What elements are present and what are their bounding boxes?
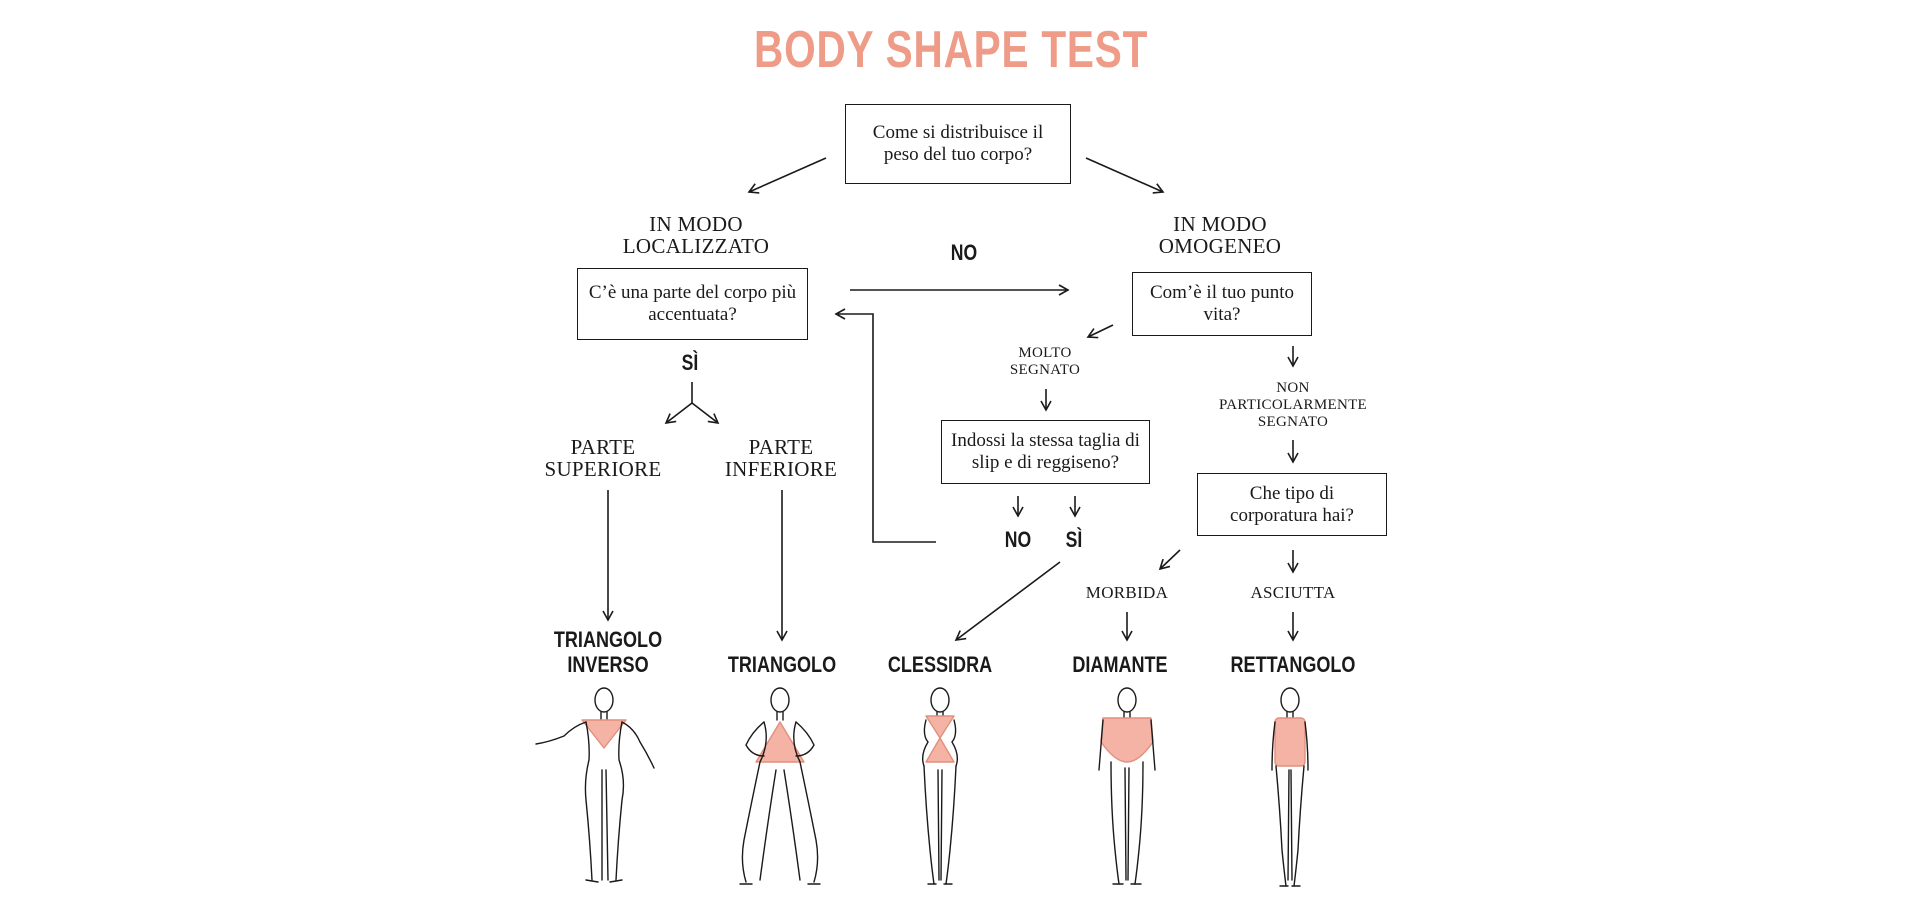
arrow-q1-localizzato [747, 157, 827, 194]
arrow-q3-molto [1086, 324, 1114, 339]
shape-rettangolo: RETTANGOLO [1230, 652, 1356, 677]
question-weight-distribution: Come si distribuisce il peso del tuo cor… [845, 104, 1071, 184]
inverted-triangle-figure-icon [535, 687, 655, 883]
label-omogeneo: IN MODO OMOGENEO [1158, 212, 1282, 258]
triangle-figure-icon [739, 687, 821, 885]
arrow-si-clessidra [954, 561, 1061, 641]
shape-diamante: DIAMANTE [1072, 652, 1168, 677]
label-morbida: MORBIDA [1085, 583, 1169, 602]
question-accentuated-part: C’è una parte del corpo più accentuata? [577, 268, 808, 340]
arrow-q1-omogeneo [1085, 157, 1165, 194]
answer-no-mid: NO [1004, 527, 1032, 552]
label-localizzato: IN MODO LOCALIZZATO [622, 212, 770, 258]
label-parte-inferiore: PARTE INFERIORE [724, 435, 838, 481]
diamond-figure-icon [1098, 687, 1156, 885]
answer-si-left: SÌ [681, 350, 699, 375]
shape-triangolo-inverso: TRIANGOLO INVERSO [553, 627, 663, 677]
label-asciutta: ASCIUTTA [1250, 583, 1336, 602]
question-same-size: Indossi la stessa taglia di slip e di re… [941, 420, 1150, 484]
chart-title: BODY SHAPE TEST [754, 21, 1149, 79]
hourglass-figure-icon [921, 687, 959, 885]
answer-no-top: NO [950, 240, 978, 265]
arrow-no-back-to-q2 [834, 308, 936, 543]
arrow-si-inferiore [691, 402, 720, 425]
arrow-q5-morbida [1158, 549, 1181, 571]
label-molto-segnato: MOLTO SEGNATO [1009, 345, 1081, 378]
shape-clessidra: CLESSIDRA [887, 652, 993, 677]
answer-si-mid: SÌ [1065, 527, 1083, 552]
label-parte-superiore: PARTE SUPERIORE [544, 435, 662, 481]
label-non-segnato: NON PARTICOLARMENTE SEGNATO [1218, 380, 1368, 430]
shape-triangolo: TRIANGOLO [727, 652, 837, 677]
question-waist: Com’è il tuo punto vita? [1132, 272, 1312, 336]
rectangle-figure-icon [1271, 687, 1309, 887]
arrow-si-superiore [664, 402, 693, 425]
question-build-type: Che tipo di corporatura hai? [1197, 473, 1387, 536]
